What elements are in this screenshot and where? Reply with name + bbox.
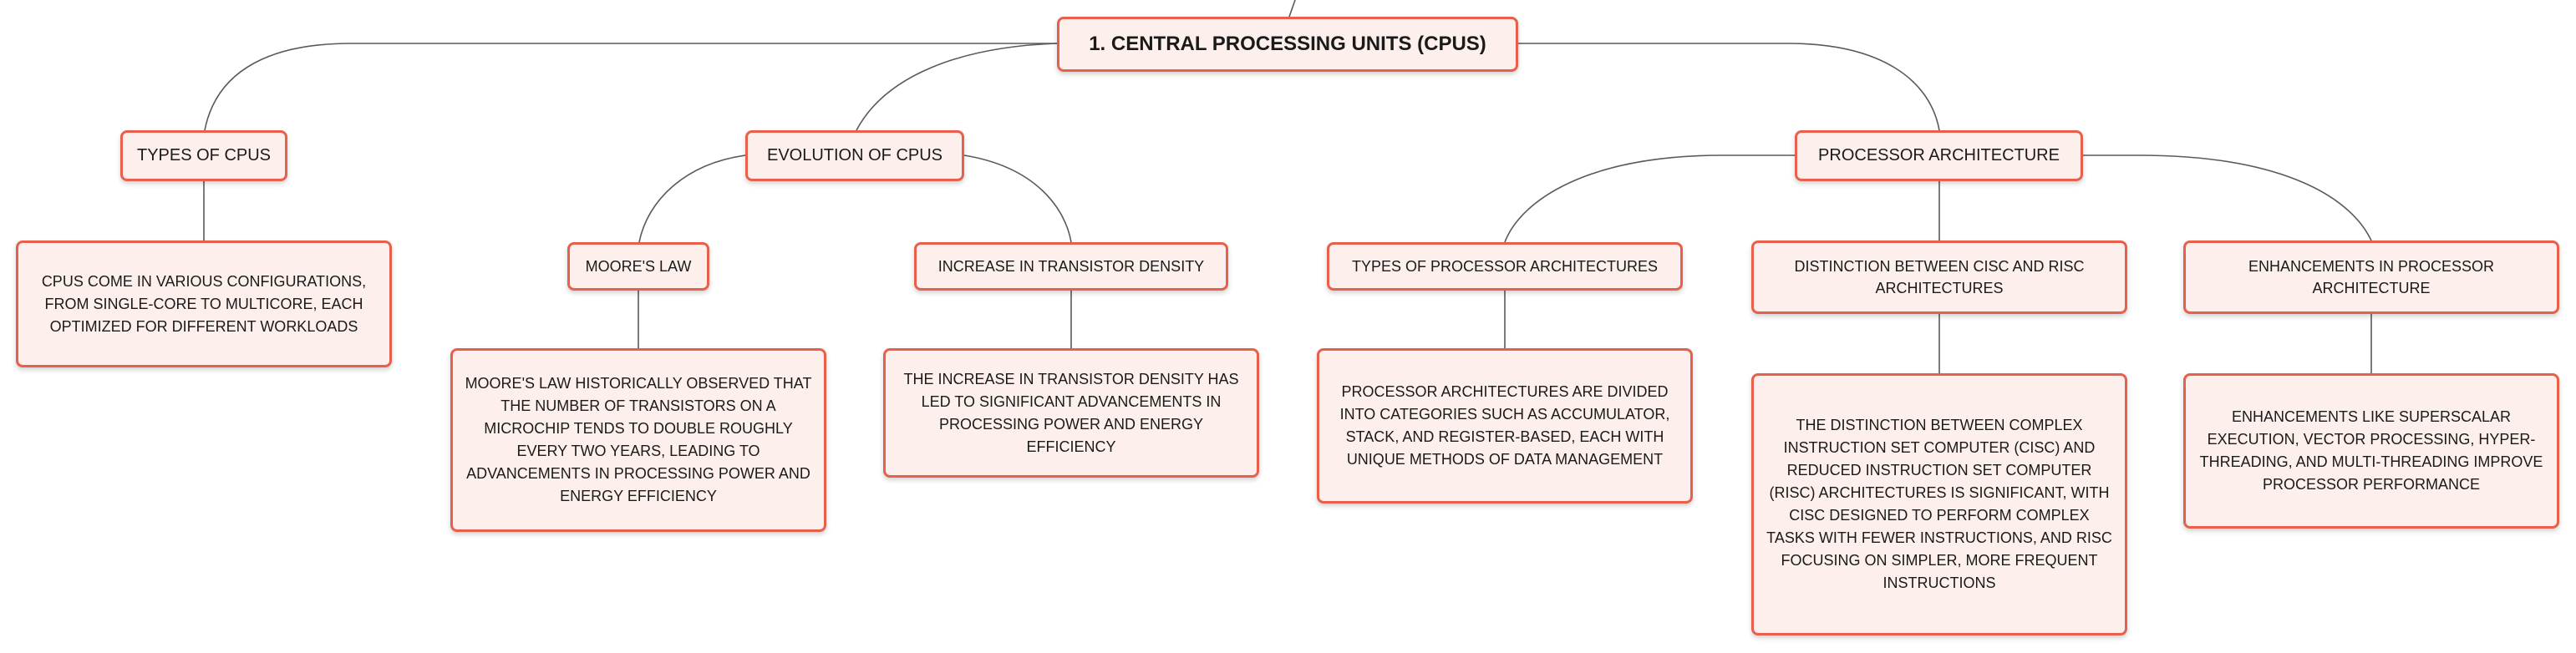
root-incoming-connector (1288, 0, 1296, 18)
types-of-cpus-detail-node[interactable]: CPUS COME IN VARIOUS CONFIGURATIONS, FRO… (16, 240, 392, 367)
root-topic-node[interactable]: 1. CENTRAL PROCESSING UNITS (CPUS) (1057, 17, 1518, 72)
connector-root-to-types-of-cpus (204, 43, 1057, 131)
evolution-of-cpus-node[interactable]: EVOLUTION OF CPUS (745, 130, 964, 181)
connector-evolution-to-moores-law (638, 154, 746, 243)
enhancements-detail-node[interactable]: ENHANCEMENTS LIKE SUPERSCALAR EXECUTION,… (2183, 373, 2559, 529)
types-of-processor-architectures-detail-node[interactable]: PROCESSOR ARCHITECTURES ARE DIVIDED INTO… (1317, 348, 1693, 504)
connector-architecture-to-enhancements (2083, 154, 2372, 241)
connector-evolution-to-transistor-density (963, 154, 1072, 243)
connector-root-to-architecture (1518, 43, 1940, 131)
moores-law-node[interactable]: MOORE'S LAW (567, 242, 709, 291)
moores-law-detail-node[interactable]: MOORE'S LAW HISTORICALLY OBSERVED THAT T… (450, 348, 826, 532)
connector-architecture-to-types (1504, 154, 1795, 243)
types-of-processor-architectures-node[interactable]: TYPES OF PROCESSOR ARCHITECTURES (1327, 242, 1683, 291)
processor-architecture-node[interactable]: PROCESSOR ARCHITECTURE (1795, 130, 2083, 181)
types-of-cpus-node[interactable]: TYPES OF CPUS (120, 130, 287, 181)
connector-root-to-evolution (856, 43, 1058, 131)
cisc-risc-detail-node[interactable]: THE DISTINCTION BETWEEN COMPLEX INSTRUCT… (1751, 373, 2127, 635)
cisc-risc-distinction-node[interactable]: DISTINCTION BETWEEN CISC AND RISC ARCHIT… (1751, 240, 2127, 314)
enhancements-node[interactable]: ENHANCEMENTS IN PROCESSOR ARCHITECTURE (2183, 240, 2559, 314)
transistor-density-detail-node[interactable]: THE INCREASE IN TRANSISTOR DENSITY HAS L… (883, 348, 1259, 478)
transistor-density-node[interactable]: INCREASE IN TRANSISTOR DENSITY (914, 242, 1228, 291)
